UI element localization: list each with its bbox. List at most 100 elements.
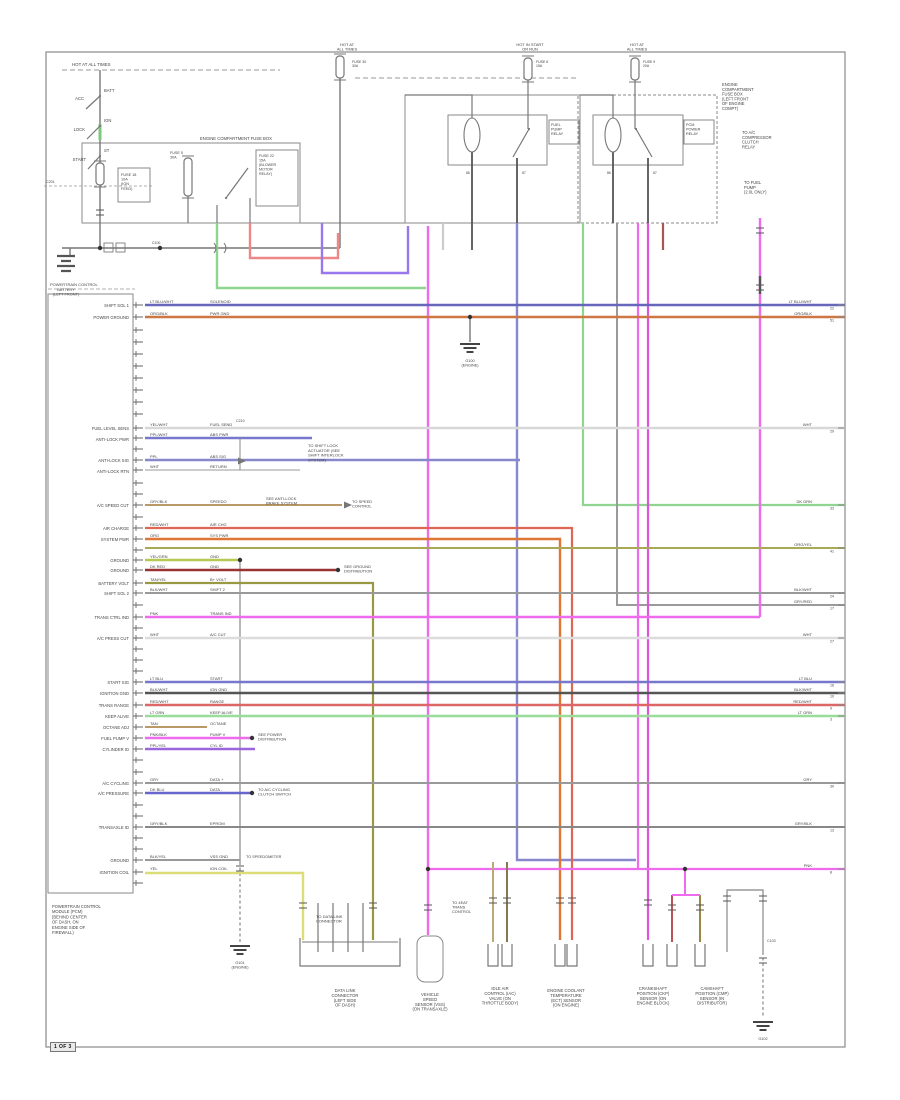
edge-pin-number: 9 [830,707,832,711]
wire-code-label: GRY [150,777,159,782]
connector-tick [723,895,731,902]
wire-circuit-label: GND [210,564,219,569]
pcm-pin-label: SHIFT SOL 1 [104,303,130,308]
pcm-pin-label: AIR CHARGE [103,526,129,531]
pcm-pin-stub [133,375,143,381]
pcm-pin-label: SYSTEM PWR [101,537,129,542]
pcm-pin-stub [133,446,143,452]
wire-code-label: YEL/WHT [150,422,168,427]
wire-code-label: BLK/YEL [150,854,167,859]
switch-pivot [634,127,638,131]
pcm-pin-stub [133,646,143,652]
wire-circuit-label: ABS SIG [210,454,226,459]
pcm-pin-stub [133,525,143,531]
pcm-pin-stub [133,327,143,333]
pcm-pin-stub [133,802,143,808]
diagram-label: 87 [522,171,526,175]
switch-pivot [527,127,531,131]
switch-contact [87,155,101,170]
connector-tick [759,895,767,902]
wire-code-label: ORG/BLK [150,311,168,316]
switch-contact [635,128,653,158]
fuse-icon [183,157,193,197]
diagram-label: BATT [104,88,115,93]
junction-dot [335,567,341,573]
diagram-label: ACC [75,96,84,101]
diagram-label: BATTERY(LEFT FRONT) [53,287,80,297]
pcm-pin-stub [133,846,143,852]
pcm-pin-stub [133,702,143,708]
wire-code-label: PNK/BLK [150,732,167,737]
connector-tick [759,957,767,964]
diagram-label: G102 [758,1037,767,1041]
wire-code-label: TAN [150,721,158,726]
diagram-label: ENGINE COMPARTMENT FUSE BOX [200,136,272,141]
wire-code-label: LT BLU/WHT [150,299,174,304]
diagram-label: 86 [466,171,470,175]
box-relay-1 [447,114,548,166]
junction-dot [682,866,688,872]
relay-coil-icon [463,117,481,153]
fuse-icon [335,55,345,79]
wire-end-label: BLK/WHT [794,687,812,692]
wire-end-label: ORG/BLK [794,311,812,316]
pcm-pin-stub [133,813,143,819]
wire-circuit-label: IGN GND [210,687,227,692]
connector-tick [236,865,244,872]
connector-tick [96,209,104,216]
wire-circuit-label: PWR GND [210,311,229,316]
edge-pin-number: 29 [830,430,834,434]
flow-arrow-icon [238,457,246,465]
pcm-pin-label: POWER GROUND [93,315,129,320]
wire-row-528-red [145,526,574,940]
box-c2-body [416,935,444,983]
pcm-pin-stub [133,302,143,308]
wire-end-label: LT BLU/WHT [789,299,813,304]
pcm-pin-label: OCTANE ADJ [103,725,129,730]
pcm-pin-label: GROUND [110,558,129,563]
flow-arrow-icon [344,501,352,509]
connector-tick [489,897,497,904]
wire-end-label: WHT [803,422,813,427]
connector-tick [556,897,564,904]
switch-pivot [98,94,102,98]
edge-pin-number: 30 [830,785,834,789]
edge-pin-number: 22 [830,307,834,311]
wire-circuit-label: VSS GND [210,854,228,859]
connector-tick [756,284,764,291]
switch-pivot [98,124,102,128]
edge-pin-number: 41 [830,550,834,554]
pcm-pin-stub [133,547,143,553]
wire-code-label: PNK [150,611,159,616]
wire-c7-n [726,889,764,952]
box-relay-2 [592,114,684,166]
pcm-pin-stub [133,679,143,685]
edge-pin-number: 51 [830,319,834,323]
connector-tick [696,904,704,911]
fuse-icon [630,57,640,81]
diagram-label: ST [104,148,110,153]
connector-tick [369,902,377,909]
pcm-pin-label: TRANSAXLE ID [99,825,129,830]
diagram-label: 87 [653,171,657,175]
junction-dot [467,314,473,320]
component-bracket [566,944,578,967]
pcm-pin-stub [133,387,143,393]
switch-contact [86,125,101,140]
diagram-label: 86 [607,171,611,175]
